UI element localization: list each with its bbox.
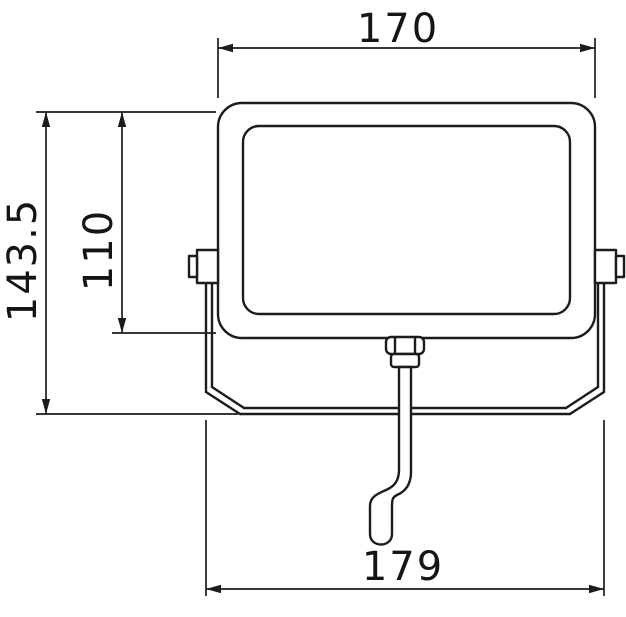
arrowhead-top xyxy=(41,112,51,127)
cable-gland xyxy=(384,335,426,369)
dim-label-overall-height: 143.5 xyxy=(0,198,46,323)
bracket-left-inner-chamfer xyxy=(210,385,246,410)
dimension-overall-height: 143.5 xyxy=(0,111,238,415)
gland-body xyxy=(389,352,421,369)
dim-label-bracket-width: 179 xyxy=(362,544,444,590)
arrowhead-right xyxy=(580,43,595,53)
power-cable xyxy=(368,365,413,546)
dimension-top-width: 170 xyxy=(217,6,596,98)
arrowhead-bottom xyxy=(117,318,127,333)
housing-outline xyxy=(216,101,597,340)
bracket-right-inner-chamfer xyxy=(564,385,600,410)
gland-nut xyxy=(384,335,426,356)
right-pivot-knob xyxy=(593,248,626,285)
left-pivot-block xyxy=(195,248,220,285)
dim-label-top-width: 170 xyxy=(357,6,439,52)
dimension-bracket-width: 179 xyxy=(205,420,605,596)
arrowhead-left xyxy=(218,43,233,53)
bracket-left-outer-chamfer xyxy=(204,390,242,416)
right-pivot-block xyxy=(593,248,618,285)
left-pivot-screw-head xyxy=(187,254,199,279)
arrowhead-bottom xyxy=(41,399,51,414)
left-pivot-knob xyxy=(187,248,220,285)
dim-label-housing-height: 110 xyxy=(76,209,122,291)
arrowhead-right xyxy=(589,584,604,594)
arrowhead-left xyxy=(206,584,221,594)
arrowhead-top xyxy=(117,112,127,127)
bracket-right-outer-chamfer xyxy=(568,390,606,416)
right-pivot-screw-head xyxy=(614,254,626,279)
lens-outline xyxy=(241,124,572,316)
dimension-housing-height: 110 xyxy=(76,112,216,334)
